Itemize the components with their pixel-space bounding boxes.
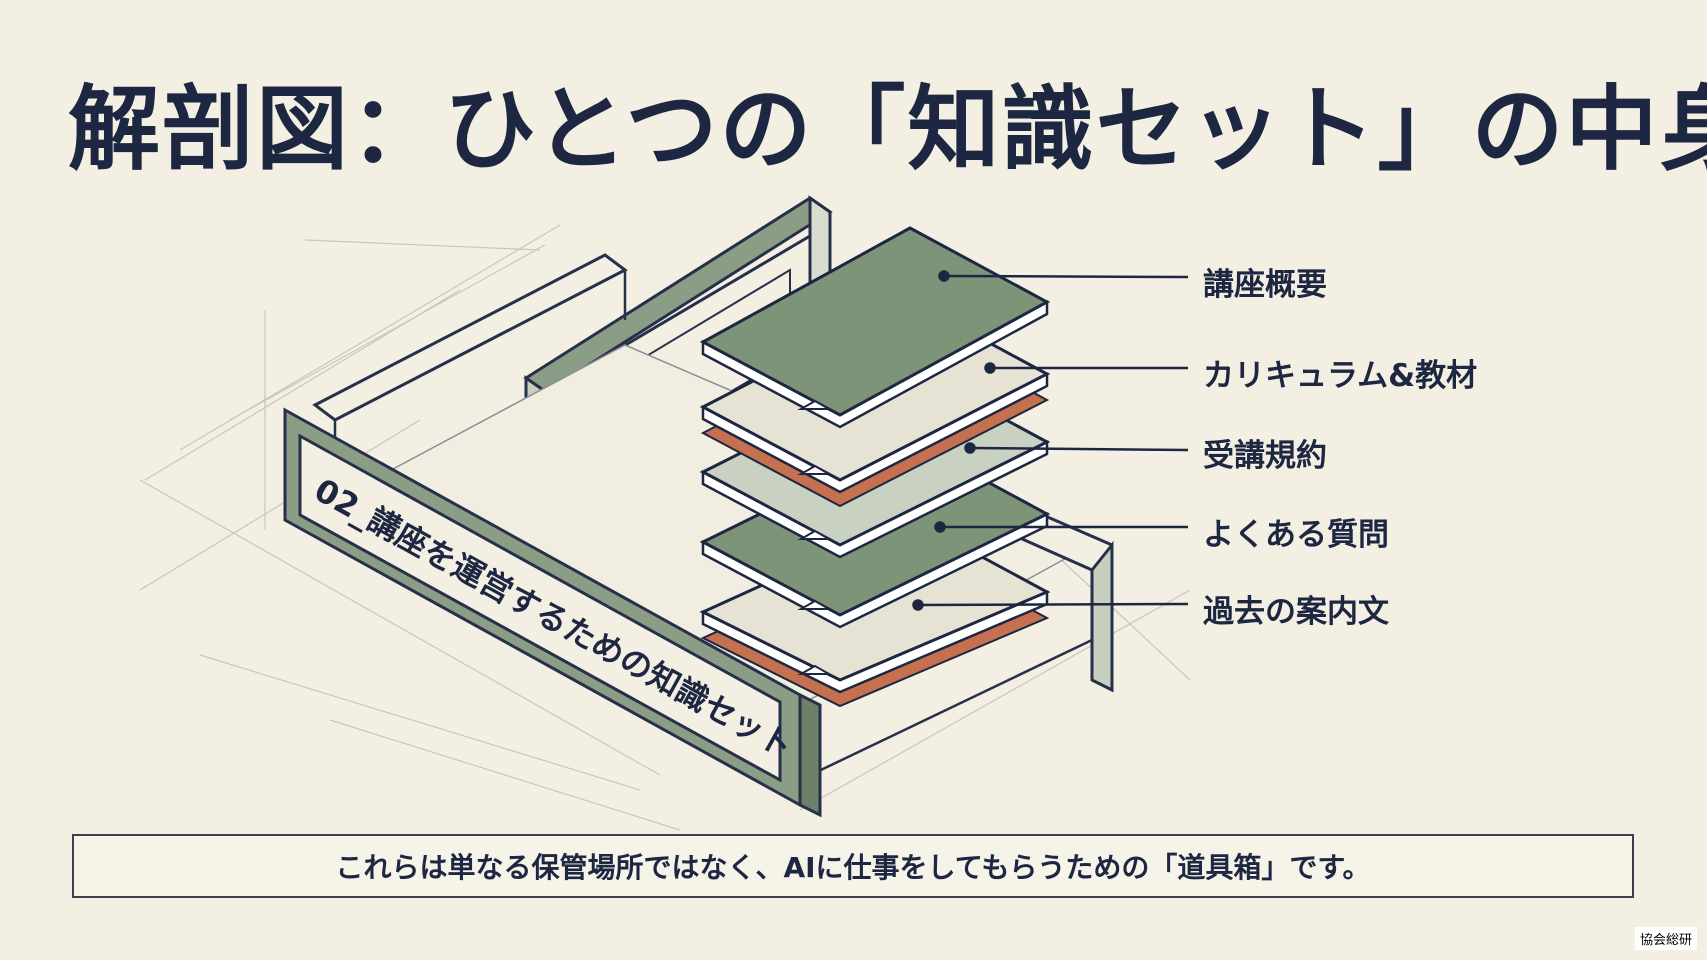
- page-title: 解剖図：ひとつの「知識セット」の中身: [68, 76, 1707, 183]
- watermark: 協会総研: [1634, 927, 1697, 950]
- leader-dot: [984, 362, 996, 374]
- layer-card-notch: [797, 529, 833, 540]
- layer-label-past-notices: 過去の案内文: [1203, 594, 1389, 630]
- caption-text: これらは単なる保管場所ではなく、AIに仕事をしてもらうための「道具箱」です。: [335, 851, 1371, 884]
- leader-lines: [912, 270, 1189, 611]
- layer-card: [699, 226, 1051, 417]
- leader-line: [969, 446, 1189, 452]
- construction-lines: [139, 224, 1191, 831]
- leader-dot: [938, 270, 950, 282]
- layer-card-notch: [797, 664, 833, 675]
- layer-stack: [699, 226, 1051, 708]
- layer-label-faq: よくある質問: [1203, 517, 1389, 553]
- layer-label-terms: 受講規約: [1203, 438, 1327, 474]
- layer-card-notch: [797, 464, 833, 475]
- layer-label-course-overview: 講座概要: [1203, 267, 1327, 303]
- leader-dot: [934, 521, 946, 533]
- layer-label-curriculum: カリキュラム&教材: [1203, 358, 1478, 394]
- leader-dot: [912, 599, 924, 611]
- leader-line: [917, 602, 1189, 607]
- layer-card-notch: [797, 599, 833, 610]
- layer-card-notch: [797, 399, 833, 410]
- caption-box: これらは単なる保管場所ではなく、AIに仕事をしてもらうための「道具箱」です。: [72, 834, 1634, 898]
- leader-dot: [964, 442, 976, 454]
- leader-line: [943, 274, 1189, 279]
